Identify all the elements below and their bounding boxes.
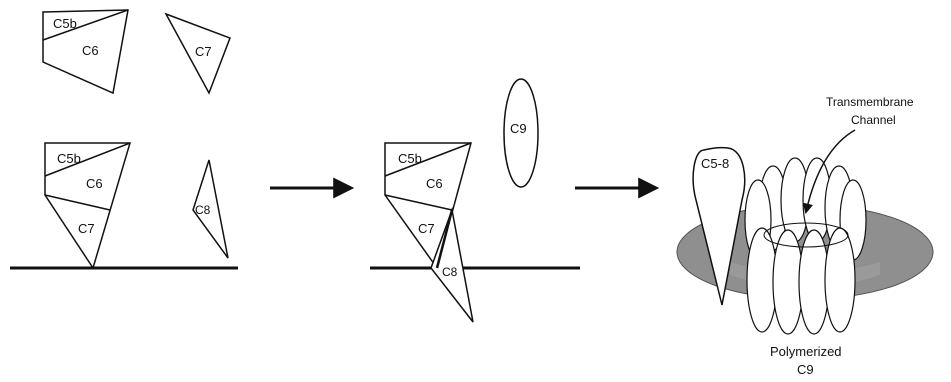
c6-label-3: C6 bbox=[426, 176, 443, 191]
polymerized-label: Polymerized bbox=[770, 344, 842, 359]
c5b-c6-divider-3 bbox=[384, 142, 472, 177]
channel-pointer-arrow bbox=[802, 129, 856, 215]
c6-c7-divider bbox=[44, 194, 111, 211]
c8-inserted-shape bbox=[430, 207, 474, 323]
c9-pore-front-row bbox=[746, 227, 856, 335]
c5-8-label: C5-8 bbox=[701, 156, 729, 171]
c6-c7-divider-2 bbox=[384, 194, 453, 211]
panel-c5b-8-complex: C9 C5b C6 C7 C8 bbox=[370, 78, 580, 323]
channel-label: Channel bbox=[851, 113, 896, 127]
c5b-label-3: C5b bbox=[398, 151, 422, 166]
c8-label-2: C8 bbox=[442, 265, 458, 279]
c5b-label: C5b bbox=[53, 16, 77, 31]
c7-label-3: C7 bbox=[418, 221, 435, 236]
polymerized-c9-label: C9 bbox=[797, 362, 814, 377]
c9-unit-front-4 bbox=[824, 227, 856, 333]
c8-free-shape bbox=[192, 159, 229, 259]
panel-mac: C5-8 Transmembrane Channel Polymerized C… bbox=[676, 95, 934, 377]
c8-free-label: C8 bbox=[195, 203, 211, 217]
c5b-c6-shape bbox=[42, 9, 129, 95]
channel-opening bbox=[763, 222, 849, 248]
c5-8-complex-shape bbox=[692, 146, 746, 306]
panel-free-components: C5b C6 C7 C5b C6 C7 C8 bbox=[10, 9, 238, 270]
c5b-c6-divider-2 bbox=[44, 142, 131, 177]
c5b-c6-divider bbox=[42, 9, 129, 41]
c5b-c6-complex bbox=[42, 9, 129, 95]
c9-label: C9 bbox=[510, 121, 527, 136]
c9-shape bbox=[503, 78, 539, 188]
c5b-label-2: C5b bbox=[57, 151, 81, 166]
c6-label: C6 bbox=[82, 43, 99, 58]
c6-label-2: C6 bbox=[86, 176, 103, 191]
c7-label-2: C7 bbox=[78, 221, 95, 236]
c7-free-label: C7 bbox=[195, 44, 212, 59]
transmembrane-label: Transmembrane bbox=[826, 95, 914, 109]
c7-c8-boundary bbox=[435, 209, 454, 269]
c7-free-shape bbox=[164, 12, 231, 95]
